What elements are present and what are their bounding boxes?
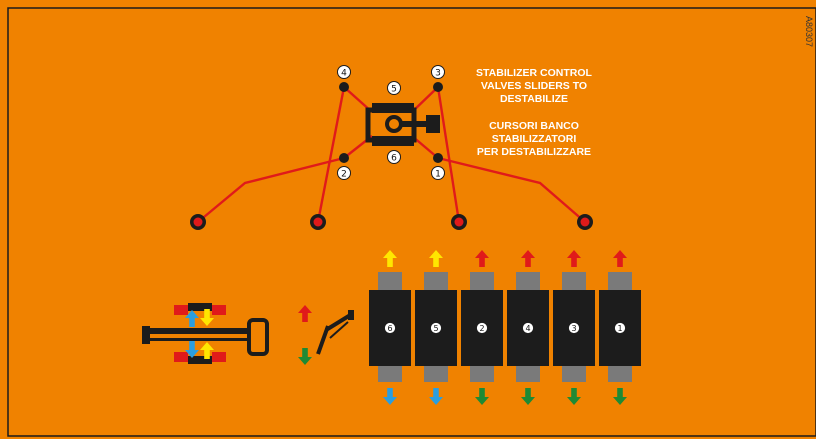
badge-3: 3 xyxy=(431,65,445,79)
badge-6-label: 6 xyxy=(391,154,397,164)
side-code: A80307 xyxy=(804,16,814,47)
slider-top-cap xyxy=(378,272,402,290)
badge-3-label: 3 xyxy=(435,69,441,79)
badge-1: 1 xyxy=(431,166,445,180)
slider-label: 6 xyxy=(387,324,392,333)
badge-5-label: 5 xyxy=(391,85,397,95)
valve-slider-5: 5 xyxy=(415,250,457,405)
title-en-line1: STABILIZER CONTROL xyxy=(476,67,592,79)
boom-arm-icon xyxy=(316,310,354,355)
stabilizer-badges: 4 3 5 6 2 1 xyxy=(337,65,445,180)
badge-5: 5 xyxy=(387,81,401,95)
slider-bottom-cap xyxy=(378,366,402,382)
slider-top-cap xyxy=(608,272,632,290)
valve-slider-6: 6 xyxy=(369,250,411,405)
machine-topview-icon xyxy=(365,103,440,146)
instruction-english: STABILIZER CONTROL VALVES SLIDERS TO DES… xyxy=(476,67,592,105)
slider-bottom-cap xyxy=(424,366,448,382)
badge-4-label: 4 xyxy=(341,69,347,79)
slider-bottom-cap xyxy=(470,366,494,382)
valve-slider-1: 1 xyxy=(599,250,641,405)
slider-top-cap xyxy=(516,272,540,290)
slider-badge xyxy=(476,322,488,334)
wire-4 xyxy=(316,86,346,223)
slider-top-cap xyxy=(470,272,494,290)
slider-bottom-cap xyxy=(516,366,540,382)
title-it-line1: CURSORI BANCO xyxy=(489,120,579,132)
valve-slider-4: 4 xyxy=(507,250,549,405)
title-en-line3: DESTABILIZE xyxy=(500,93,568,105)
wire-3 xyxy=(436,86,461,223)
outrigger-point xyxy=(190,214,206,230)
badge-2: 2 xyxy=(337,166,351,180)
valve-slider-2: 2 xyxy=(461,250,503,405)
slider-badge xyxy=(568,322,580,334)
slider-badge xyxy=(430,322,442,334)
junction-dots xyxy=(339,82,443,163)
stabilizer-leg-sideview-icon xyxy=(142,303,269,364)
slider-badge xyxy=(614,322,626,334)
outrigger-point xyxy=(310,214,326,230)
title-en-line2: VALVES SLIDERS TO xyxy=(481,80,587,92)
badge-1-label: 1 xyxy=(435,170,441,180)
badge-2-label: 2 xyxy=(341,170,347,180)
title-it-line2: STABILIZZATORI xyxy=(492,133,577,145)
outrigger-points xyxy=(190,214,593,230)
wire-1 xyxy=(437,156,586,223)
slider-label: 4 xyxy=(525,324,530,333)
outrigger-point xyxy=(577,214,593,230)
stabilizer-wiring xyxy=(197,86,586,223)
wire-2 xyxy=(197,156,345,223)
slider-top-cap xyxy=(562,272,586,290)
slider-label: 3 xyxy=(571,324,576,333)
valve-slider-bank: 6 5 2 4 3 1 xyxy=(369,250,641,405)
slider-top-cap xyxy=(424,272,448,290)
badge-6: 6 xyxy=(387,150,401,164)
instruction-italian: CURSORI BANCO STABILIZZATORI PER DESTABI… xyxy=(477,120,591,158)
slider-bottom-cap xyxy=(608,366,632,382)
slider-bottom-cap xyxy=(562,366,586,382)
valve-slider-3: 3 xyxy=(553,250,595,405)
badge-4: 4 xyxy=(337,65,351,79)
slider-label: 2 xyxy=(479,324,484,333)
outrigger-point xyxy=(451,214,467,230)
title-it-line3: PER DESTABILIZZARE xyxy=(477,146,591,158)
plate-border xyxy=(7,7,816,437)
slider-badge xyxy=(522,322,534,334)
slider-label: 5 xyxy=(433,324,438,333)
slider-label: 1 xyxy=(617,324,622,333)
slider-badge xyxy=(384,322,396,334)
